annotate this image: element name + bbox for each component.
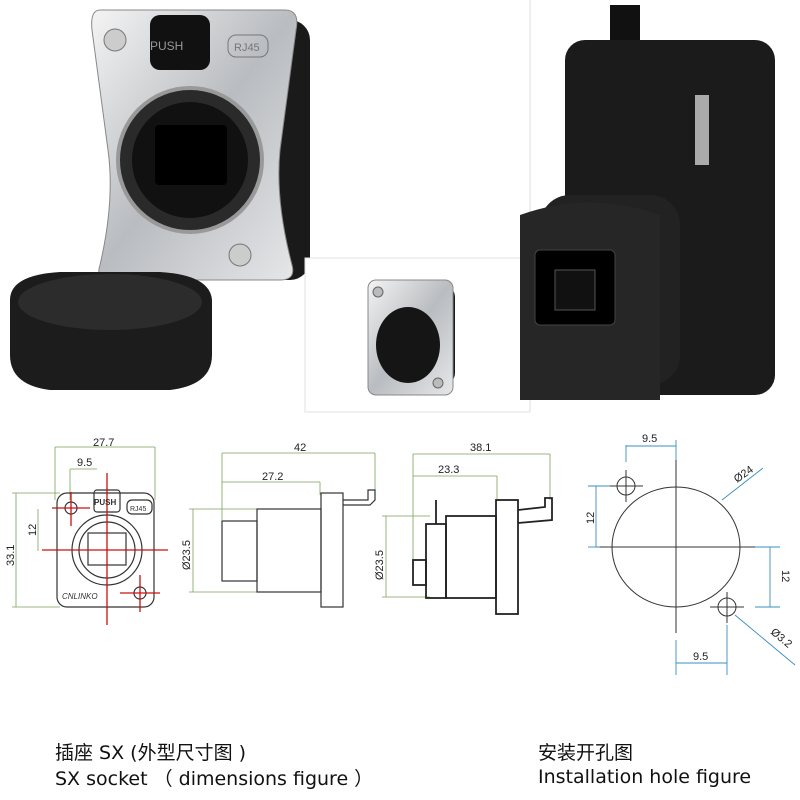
side-view-1-body bbox=[221, 489, 376, 608]
dim-front-hole-y: 12 bbox=[27, 524, 39, 536]
dim-side1-diameter: Ø23.5 bbox=[181, 540, 193, 570]
drawing-side-view-2-dims bbox=[382, 453, 551, 598]
dim-side2-length: 38.1 bbox=[470, 442, 491, 454]
drawing-install-hole: 9.5 12 Ø24 12 9.5 Ø3.2 bbox=[585, 433, 796, 675]
drawing-front-view bbox=[12, 446, 156, 608]
dim-side2-diameter: Ø23.5 bbox=[374, 550, 386, 580]
dim-front-height: 33.1 bbox=[5, 545, 17, 566]
caption-left-en: SX socket （ dimensions figure ） bbox=[55, 768, 374, 790]
photo-push-label: PUSH bbox=[150, 39, 183, 53]
dim-screw-hole: Ø3.2 bbox=[768, 626, 794, 651]
dim-front-width: 27.7 bbox=[93, 437, 114, 449]
photo-inset-capped bbox=[304, 257, 531, 413]
dim-hole-bottom-y: 12 bbox=[779, 570, 791, 582]
dim-side1-body: 27.2 bbox=[262, 471, 283, 483]
dim-hole-bottom-x: 9.5 bbox=[693, 651, 708, 663]
dim-hole-diameter: Ø24 bbox=[732, 464, 756, 486]
dim-side1-length: 42 bbox=[294, 442, 306, 454]
photo-rear-connector bbox=[520, 0, 775, 410]
front-center-lines bbox=[42, 473, 168, 625]
caption-left-cn: 插座 SX (外型尺寸图 ) bbox=[55, 742, 247, 764]
drawing-side-view-1-dims bbox=[189, 452, 376, 593]
side-view-2-body bbox=[412, 497, 553, 615]
caption-right-en: Installation hole figure bbox=[538, 766, 752, 788]
dim-hole-top-y: 12 bbox=[585, 512, 597, 524]
front-push-label: PUSH bbox=[94, 498, 116, 507]
dim-front-hole-x: 9.5 bbox=[77, 457, 92, 469]
caption-right-cn: 安装开孔图 bbox=[538, 742, 634, 764]
dim-side2-body: 23.3 bbox=[438, 464, 459, 476]
front-rj45-label: RJ45 bbox=[130, 506, 146, 513]
photo-rj45-label: RJ45 bbox=[234, 42, 260, 54]
dim-hole-top-x: 9.5 bbox=[642, 433, 657, 445]
photo-front-connector: PUSH RJ45 bbox=[10, 9, 310, 390]
front-logo: CNLINKO bbox=[62, 592, 98, 601]
